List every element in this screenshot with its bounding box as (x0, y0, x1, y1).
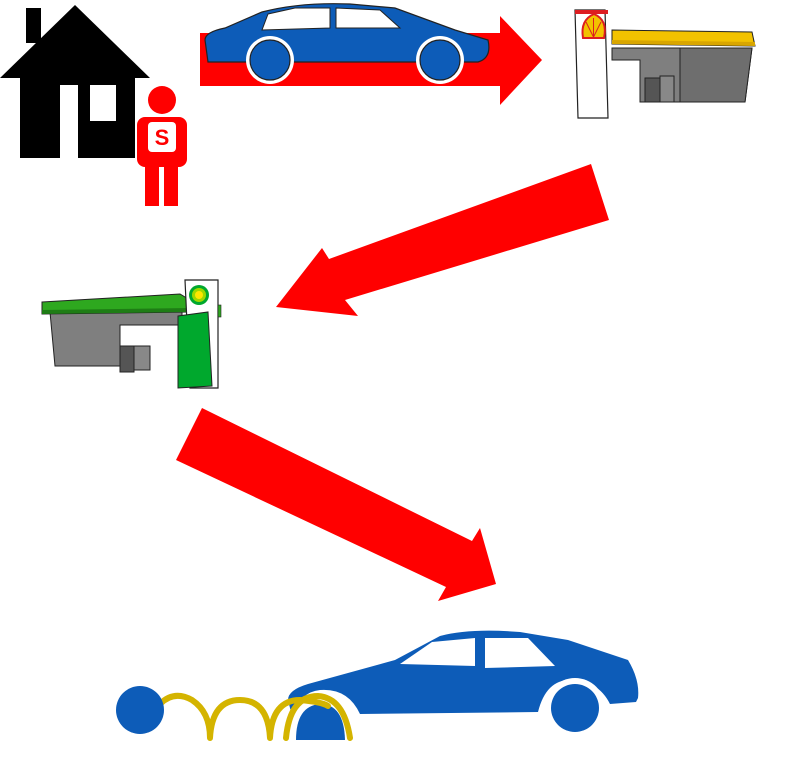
shell-station-icon (574, 9, 756, 119)
spring-icon (157, 692, 353, 741)
bp-station-icon (41, 279, 222, 389)
ball-icon (116, 686, 164, 734)
broken-car-icon (288, 630, 639, 740)
arrow-to-bp (276, 164, 609, 316)
arrow-to-crash (176, 408, 496, 601)
bp-logo-icon (189, 285, 209, 305)
person-icon: S (137, 86, 187, 206)
person-shirt-emblem (148, 122, 176, 152)
car-icon (204, 3, 490, 84)
house-icon (0, 5, 150, 158)
person-shirt-letter: S (155, 125, 170, 150)
